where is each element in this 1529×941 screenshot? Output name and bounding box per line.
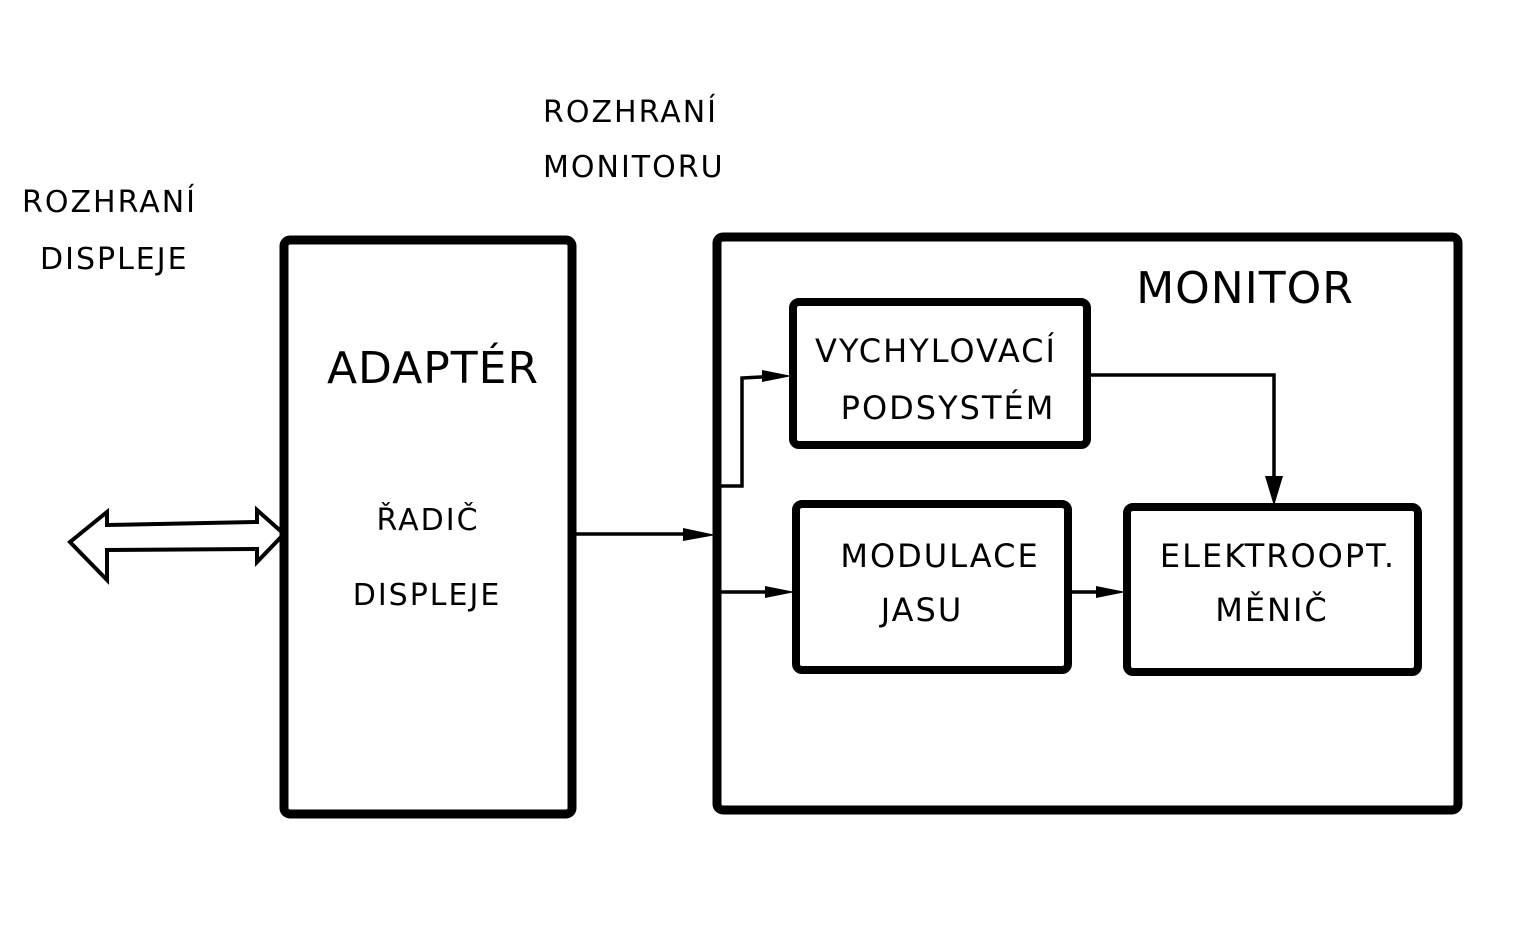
monitor-title: MONITOR xyxy=(1136,263,1354,314)
brightness-modulation-line-2: JASU xyxy=(879,591,964,629)
deflection-subsystem-line-2: PODSYSTÉM xyxy=(841,389,1056,427)
input-to-deflection-connector xyxy=(721,370,792,488)
display-interface-line-1: ROZHRANÍ xyxy=(22,184,197,220)
brightness-modulation-block: MODULACE JASU xyxy=(792,500,1072,674)
adapter-to-monitor-connector xyxy=(576,528,716,541)
display-interface-line-2: DISPLEJE xyxy=(40,242,189,277)
monitor-interface-line-1: ROZHRANÍ xyxy=(543,94,718,130)
monitor-box xyxy=(712,232,1463,815)
deflection-to-converter-line xyxy=(1090,373,1276,485)
monitor-interface-line-2: MONITORU xyxy=(543,150,725,185)
electro-optical-converter-box xyxy=(1123,503,1422,676)
adapter-block: ADAPTÉR ŘADIČ DISPLEJE xyxy=(279,235,577,819)
modulation-to-converter-connector xyxy=(1071,586,1126,598)
adapter-subtitle-line-2: DISPLEJE xyxy=(353,578,502,613)
adapter-to-monitor-arrowhead-icon xyxy=(683,528,716,541)
monitor-block: MONITOR xyxy=(712,232,1463,815)
input-to-modulation-arrowhead-icon xyxy=(765,586,795,598)
brightness-modulation-line-1: MODULACE xyxy=(840,537,1039,575)
input-to-deflection-line xyxy=(721,374,779,488)
monitor-interface-label: ROZHRANÍ MONITORU xyxy=(543,94,725,185)
modulation-to-converter-arrowhead-icon xyxy=(1096,586,1126,598)
deflection-to-converter-arrowhead-icon xyxy=(1265,476,1283,506)
electro-optical-converter-block: ELEKTROOPT. MĚNIČ xyxy=(1123,503,1422,676)
deflection-to-converter-connector xyxy=(1090,373,1283,506)
input-to-modulation-connector xyxy=(721,586,795,598)
deflection-subsystem-line-1: VYCHYLOVACÍ xyxy=(815,332,1057,370)
brightness-modulation-box xyxy=(792,500,1072,674)
deflection-subsystem-block: VYCHYLOVACÍ PODSYSTÉM xyxy=(789,298,1091,449)
adapter-subtitle-line-1: ŘADIČ xyxy=(376,501,479,538)
electro-optical-converter-line-1: ELEKTROOPT. xyxy=(1160,537,1396,575)
input-to-deflection-arrowhead-icon xyxy=(762,370,792,382)
bidirectional-bus-arrow-icon xyxy=(67,505,287,585)
adapter-box xyxy=(279,235,577,819)
adapter-title: ADAPTÉR xyxy=(327,341,539,394)
deflection-subsystem-box xyxy=(789,298,1091,449)
electro-optical-converter-line-2: MĚNIČ xyxy=(1215,590,1329,629)
display-interface-label: ROZHRANÍ DISPLEJE xyxy=(22,184,197,277)
